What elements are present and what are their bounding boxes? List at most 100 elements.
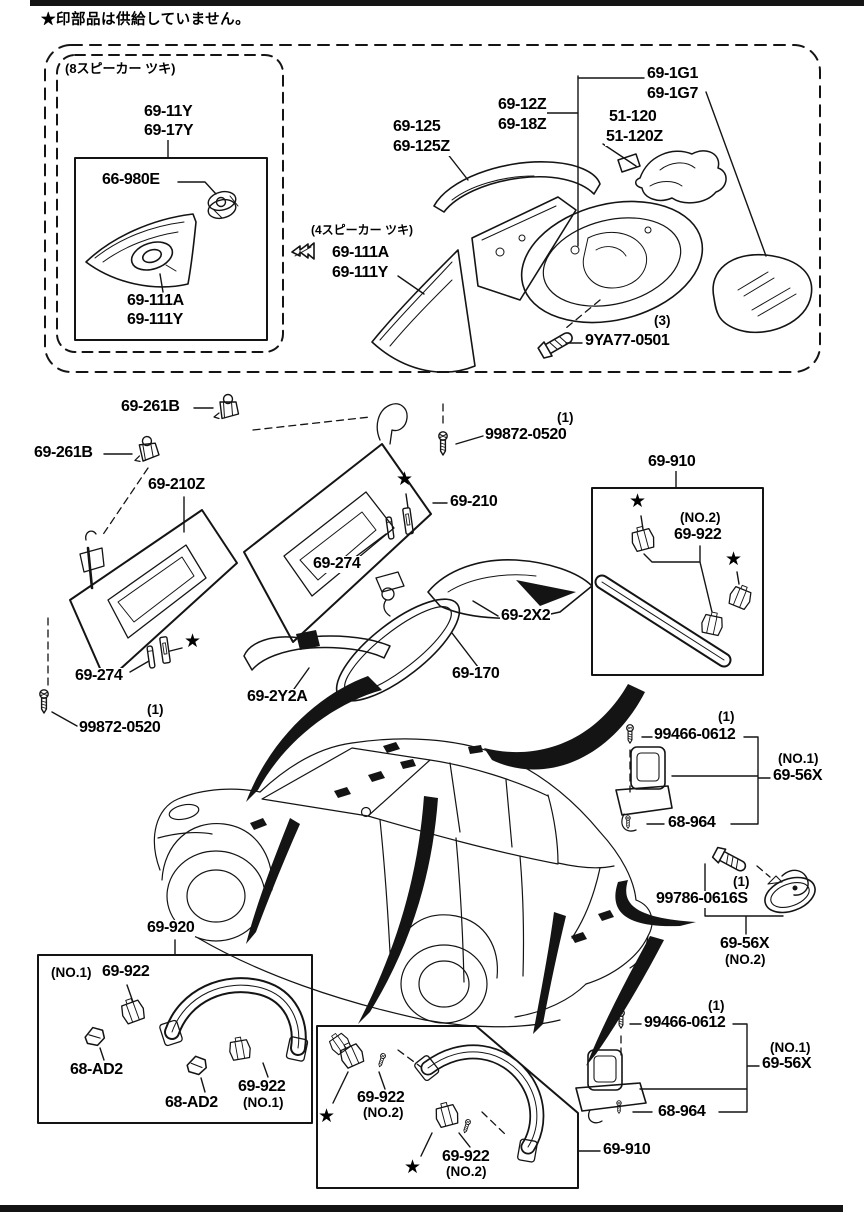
part-label-68-964-bottom: 68-964 xyxy=(657,1103,707,1121)
coat-hook-bottom-sketch xyxy=(575,1049,647,1124)
part-label-99466-0612-bottom: 99466-0612 xyxy=(643,1014,727,1032)
qualifier-no2-mid-2: (NO.2) xyxy=(445,1164,488,1180)
sail-panel-8sp-sketch xyxy=(85,213,197,288)
qualifier-no1-hook-top: (NO.1) xyxy=(777,751,820,767)
part-label-99786-0616s: 99786-0616S xyxy=(655,890,749,908)
tweeter-speaker-sketch xyxy=(207,190,239,220)
qualifier-no1-hook-bottom: (NO.1) xyxy=(769,1040,812,1056)
screw-99872-left-icon xyxy=(39,689,49,714)
part-label-68-964-top: 68-964 xyxy=(667,814,717,832)
qty-label-1-left: (1) xyxy=(146,702,165,718)
speaker4-marker-icon xyxy=(291,242,315,260)
attachment-point-marks xyxy=(250,742,614,943)
label-4speaker: (4スピーカー ツキ) xyxy=(310,223,415,237)
part-label-69-2x2: 69-2X2 xyxy=(500,607,552,625)
door-mirror-assembly-sketch xyxy=(471,196,704,324)
part-label-69-18z: 69-18Z xyxy=(497,116,548,134)
part-label-66-980e: 66-980E xyxy=(101,171,161,189)
part-label-69-922-front-1: 69-922 xyxy=(101,963,151,981)
mirror-glass-sketch xyxy=(712,253,813,334)
screw-68-964-top-icon xyxy=(625,815,631,829)
lead-lines xyxy=(51,75,784,1157)
qualifier-no1-front-box-2: (NO.1) xyxy=(242,1095,285,1111)
part-label-68-ad2-2: 68-AD2 xyxy=(164,1094,219,1112)
clip-922-icon-b xyxy=(699,609,726,637)
star-marker-mid-box-2: ★ xyxy=(404,1157,421,1178)
clip-922-mid-icon-1 xyxy=(335,1038,367,1070)
part-label-69-261b-2: 69-261B xyxy=(33,444,94,462)
visor-holder-left-icon xyxy=(158,635,172,665)
rear-rail-handle-sketch xyxy=(594,574,732,668)
qty-label-1-hook-mid: (1) xyxy=(732,874,751,890)
part-label-69-922-rear-box: 69-922 xyxy=(673,526,723,544)
mirror-bracket-sketch xyxy=(617,150,727,204)
part-label-69-56x-top: 69-56X xyxy=(772,767,824,785)
screw-99872-right-icon xyxy=(438,431,448,456)
part-label-99466-0612-top: 99466-0612 xyxy=(653,726,737,744)
part-label-69-922-mid-1: 69-922 xyxy=(356,1089,406,1107)
part-label-69-922-mid-2: 69-922 xyxy=(441,1148,491,1166)
part-label-69-210z: 69-210Z xyxy=(147,476,206,494)
qty-label-1-hook-bottom: (1) xyxy=(707,998,726,1014)
supply-note: ★印部品は供給していません。 xyxy=(41,12,251,28)
visor-holder-right-icon xyxy=(401,506,415,536)
front-handle-sketch xyxy=(159,977,309,1062)
part-label-69-922-front-2: 69-922 xyxy=(237,1078,287,1096)
clip-922-front-icon-2 xyxy=(226,1035,253,1062)
sail-panel-4sp-sketch xyxy=(371,249,476,373)
mirror-mount-cover-sketch xyxy=(427,558,593,620)
sun-visor-left-sketch xyxy=(69,509,238,683)
clip-68ad2-icon-1 xyxy=(81,1023,109,1050)
part-label-69-111y-4sp: 69-111Y xyxy=(331,264,389,282)
star-marker-rear-box-2: ★ xyxy=(725,549,742,570)
assist-strap-sketch xyxy=(243,630,391,671)
part-label-69-56x-mid: 69-56X xyxy=(719,935,771,953)
star-marker-mid-box-1: ★ xyxy=(318,1106,335,1127)
part-label-68-ad2-1: 68-AD2 xyxy=(69,1061,124,1079)
bolt-9ya77-icon xyxy=(536,327,577,361)
screw-68-964-bottom-icon xyxy=(616,1100,622,1114)
clip-922-icon-a xyxy=(628,523,657,553)
clip-922-mid-icon-2 xyxy=(432,1099,461,1129)
part-label-99872-0520-left: 99872-0520 xyxy=(78,719,162,737)
part-label-69-920: 69-920 xyxy=(146,919,196,937)
clip-922-icon-c xyxy=(726,581,755,611)
part-label-51-120z: 51-120Z xyxy=(605,128,664,146)
star-marker-visor-left: ★ xyxy=(184,631,201,652)
part-label-99872-0520-right: 99872-0520 xyxy=(484,426,568,444)
part-label-69-1g7: 69-1G7 xyxy=(646,85,699,103)
part-label-51-120: 51-120 xyxy=(608,108,658,126)
part-label-69-11y: 69-11Y xyxy=(143,103,194,121)
part-label-69-910-bottom: 69-910 xyxy=(602,1141,652,1159)
label-8speaker: (8スピーカー ツキ) xyxy=(64,61,177,76)
part-label-9ya77-0501: 9YA77-0501 xyxy=(584,332,671,350)
coat-hook-mid-sketch xyxy=(764,869,816,914)
screw-mid-icon-2 xyxy=(461,1118,472,1135)
part-label-69-274-left: 69-274 xyxy=(74,667,124,685)
part-label-69-111a-8sp: 69-111A xyxy=(126,292,185,310)
group-boxes xyxy=(37,44,821,1189)
clip-68ad2-icon-2 xyxy=(184,1052,210,1079)
qualifier-no2-hook-mid: (NO.2) xyxy=(724,952,767,968)
dashed-leads xyxy=(47,299,771,1137)
part-label-69-111a-4sp: 69-111A xyxy=(331,244,390,262)
part-label-69-274-right: 69-274 xyxy=(312,555,362,573)
qty-label-3: (3) xyxy=(653,313,672,329)
part-label-69-910-top: 69-910 xyxy=(647,453,697,471)
qualifier-no2-rear-box: (NO.2) xyxy=(679,510,722,526)
visor-rod-left-icon xyxy=(146,645,156,669)
part-label-69-56x-bottom: 69-56X xyxy=(761,1055,813,1073)
qty-label-1-right: (1) xyxy=(556,410,575,426)
part-label-69-170: 69-170 xyxy=(451,665,501,683)
qty-label-1-hook-top: (1) xyxy=(717,709,736,725)
flow-arrows xyxy=(246,676,696,1066)
qualifier-no2-mid-1: (NO.2) xyxy=(362,1105,405,1121)
part-label-69-12z: 69-12Z xyxy=(497,96,548,114)
screw-mid-icon-1 xyxy=(376,1052,387,1069)
part-label-69-125: 69-125 xyxy=(392,118,442,136)
part-label-69-210: 69-210 xyxy=(449,493,499,511)
part-label-69-261b-1: 69-261B xyxy=(120,398,181,416)
